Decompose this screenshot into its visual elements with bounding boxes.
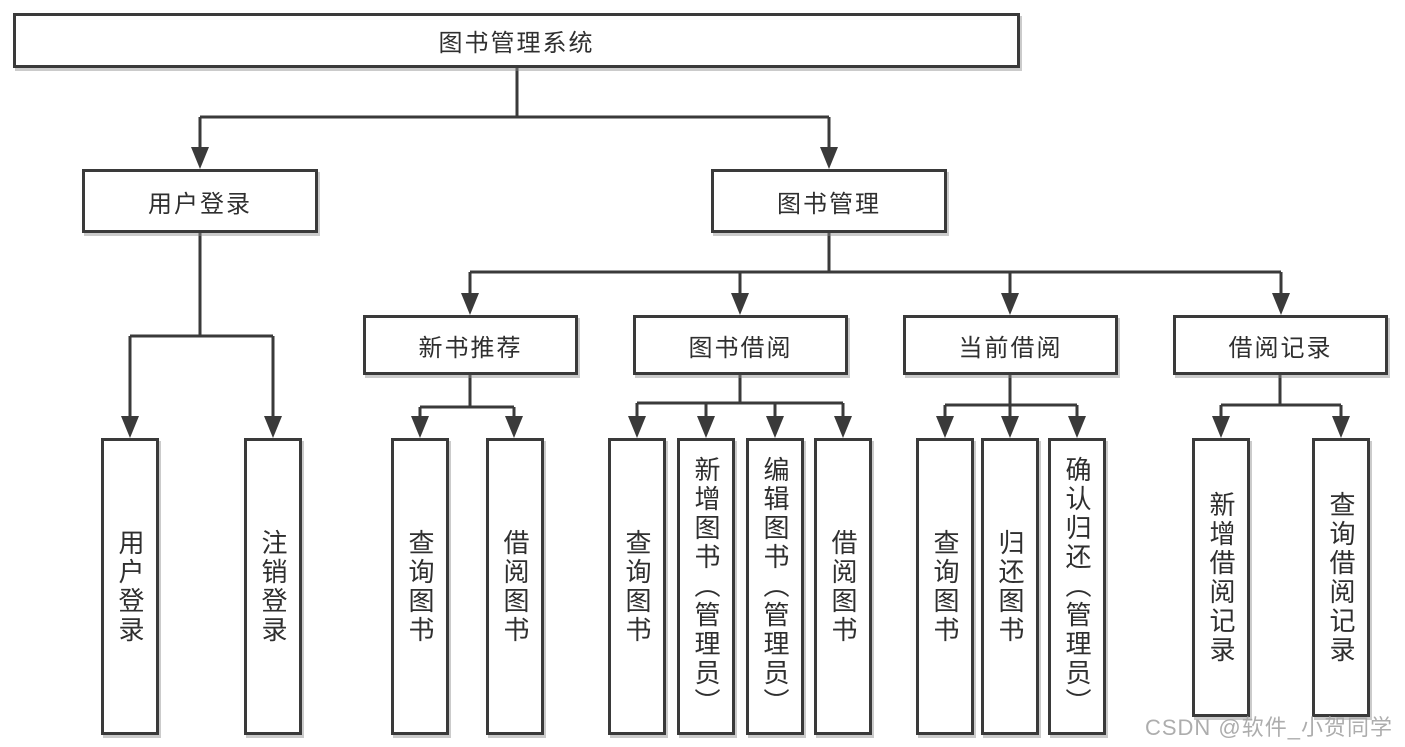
leaf-query-books-borrow: 查询图书 [608,438,666,735]
arrow-down-icon [697,416,715,438]
arrow-down-icon [1001,293,1019,315]
leaf-label: 查询图书 [622,528,652,645]
leaf-add-borrow-record: 新增借阅记录 [1192,438,1250,717]
leaf-query-books-current: 查询图书 [916,438,974,735]
node-book-management: 图书管理 [711,169,947,233]
arrow-down-icon [731,293,749,315]
arrow-down-icon [411,416,429,438]
leaf-label: 查询图书 [405,528,435,645]
leaf-borrow-books-recommend: 借阅图书 [486,438,544,735]
leaf-label: 新增图书（管理员） [691,456,721,717]
arrow-down-icon [628,416,646,438]
arrow-down-icon [264,416,282,438]
arrow-down-icon [766,416,784,438]
leaf-label: 确认归还（管理员） [1062,456,1092,717]
leaf-logout: 注销登录 [244,438,302,735]
node-label: 图书借阅 [688,334,793,362]
arrow-down-icon [1212,416,1230,438]
arrow-down-icon [820,147,838,169]
arrow-down-icon [505,416,523,438]
node-label: 用户登录 [148,190,252,218]
leaf-label: 借阅图书 [500,528,530,645]
arrow-down-icon [936,416,954,438]
node-current-borrow: 当前借阅 [903,315,1118,375]
node-label: 借阅记录 [1228,334,1333,362]
arrow-down-icon [121,416,139,438]
node-root-library-system: 图书管理系统 [13,13,1020,68]
leaf-query-borrow-record: 查询借阅记录 [1312,438,1370,717]
node-user-login: 用户登录 [82,169,318,233]
arrow-down-icon [1001,416,1019,438]
leaf-add-book-admin: 新增图书（管理员） [677,438,735,735]
node-label: 当前借阅 [958,334,1063,362]
arrow-down-icon [1272,293,1290,315]
node-label: 图书管理 [777,190,881,218]
leaf-query-books-recommend: 查询图书 [391,438,449,735]
watermark: CSDN @软件_小贺同学 [1144,715,1393,740]
leaf-label: 归还图书 [995,528,1025,645]
leaf-label: 查询借阅记录 [1326,490,1356,665]
arrow-down-icon [191,147,209,169]
leaf-return-book: 归还图书 [981,438,1039,735]
node-borrow-records: 借阅记录 [1173,315,1388,375]
arrow-down-icon [834,416,852,438]
leaf-user-login: 用户登录 [101,438,159,735]
arrow-down-icon [1332,416,1350,438]
leaf-confirm-return-admin: 确认归还（管理员） [1048,438,1106,735]
leaf-borrow-books: 借阅图书 [814,438,872,735]
node-book-borrow: 图书借阅 [633,315,848,375]
leaf-label: 借阅图书 [828,528,858,645]
leaf-label: 编辑图书（管理员） [760,456,790,717]
leaf-edit-book-admin: 编辑图书（管理员） [746,438,804,735]
node-new-book-recommend: 新书推荐 [363,315,578,375]
leaf-label: 新增借阅记录 [1206,490,1236,665]
node-label: 新书推荐 [418,334,523,362]
arrow-down-icon [1068,416,1086,438]
leaf-label: 用户登录 [115,528,145,645]
node-label: 图书管理系统 [438,30,595,57]
leaf-label: 查询图书 [930,528,960,645]
leaf-label: 注销登录 [258,528,288,645]
arrow-down-icon [461,293,479,315]
